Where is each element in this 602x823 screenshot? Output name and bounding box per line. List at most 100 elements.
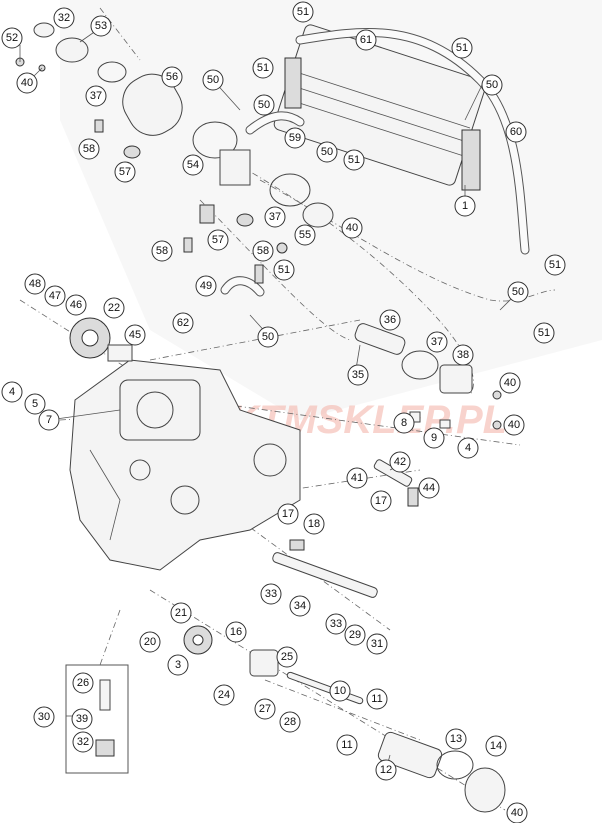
callout-number: 55: [299, 229, 311, 241]
callout-37: 37: [426, 331, 448, 353]
callout-circle: [260, 583, 282, 605]
callout-5: 5: [24, 393, 46, 415]
callout-51: 51: [292, 1, 314, 23]
callout-40: 40: [506, 802, 528, 823]
callout-circle: [370, 490, 392, 512]
callout-14: 14: [485, 735, 507, 757]
callout-20: 20: [139, 631, 161, 653]
callout-circle: [254, 698, 276, 720]
callout-37: 37: [85, 85, 107, 107]
callout-number: 10: [334, 685, 346, 697]
callout-number: 51: [297, 6, 309, 18]
callout-circle: [71, 708, 93, 730]
callout-17: 17: [277, 503, 299, 525]
callout-number: 40: [346, 222, 358, 234]
callout-circle: [172, 312, 194, 334]
callout-50: 50: [481, 74, 503, 96]
callout-circle: [225, 621, 247, 643]
callout-circle: [213, 684, 235, 706]
callout-circle: [457, 437, 479, 459]
callout-number: 48: [29, 278, 41, 290]
callout-circle: [366, 688, 388, 710]
callout-number: 58: [257, 245, 269, 257]
engine-crankcase: [69, 359, 301, 571]
callout-circle: [72, 731, 94, 753]
callout-number: 32: [58, 12, 70, 24]
callout-50: 50: [253, 94, 275, 116]
callout-number: 32: [77, 736, 89, 748]
callout-circle: [1, 27, 23, 49]
callout-circle: [292, 1, 314, 23]
callout-10: 10: [329, 680, 351, 702]
callout-40: 40: [16, 72, 38, 94]
callout-21: 21: [170, 602, 192, 624]
callout-circle: [252, 240, 274, 262]
callout-circle: [294, 224, 316, 246]
callout-circle: [533, 322, 555, 344]
callout-number: 51: [257, 62, 269, 74]
callout-circle: [195, 275, 217, 297]
callout-circle: [1, 381, 23, 403]
callout-28: 28: [279, 711, 301, 733]
callout-number: 22: [108, 302, 120, 314]
callout-number: 62: [177, 317, 189, 329]
callout-7: 7: [38, 409, 60, 431]
callout-number: 56: [166, 71, 178, 83]
callout-number: 50: [321, 146, 333, 158]
callout-number: 34: [294, 600, 306, 612]
callout-circle: [329, 680, 351, 702]
callout-48: 48: [24, 273, 46, 295]
callout-9: 9: [423, 427, 445, 449]
callout-circle: [426, 331, 448, 353]
callout-55: 55: [294, 224, 316, 246]
callout-number: 4: [465, 442, 471, 454]
callout-4: 4: [1, 381, 23, 403]
callout-29: 29: [344, 624, 366, 646]
callout-circle: [24, 273, 46, 295]
callout-circle: [257, 326, 279, 348]
callout-51: 51: [544, 254, 566, 276]
callout-circle: [418, 477, 440, 499]
callout-circle: [279, 711, 301, 733]
callout-3: 3: [167, 654, 189, 676]
callout-number: 40: [508, 419, 520, 431]
callout-36: 36: [379, 309, 401, 331]
callout-42: 42: [389, 451, 411, 473]
callout-circle: [393, 412, 415, 434]
callout-number: 7: [46, 414, 52, 426]
callout-37: 37: [264, 206, 286, 228]
callout-circle: [90, 15, 112, 37]
callout-number: 20: [144, 636, 156, 648]
callout-49: 49: [195, 275, 217, 297]
callout-number: 40: [21, 77, 33, 89]
callout-number: 17: [282, 508, 294, 520]
callout-number: 27: [259, 703, 271, 715]
callout-number: 36: [384, 314, 396, 326]
callout-number: 50: [207, 74, 219, 86]
callout-number: 47: [49, 290, 61, 302]
callout-58: 58: [151, 240, 173, 262]
callout-number: 25: [281, 651, 293, 663]
callout-40: 40: [341, 217, 363, 239]
callout-number: 40: [511, 807, 523, 819]
callout-circle: [170, 602, 192, 624]
callout-circle: [375, 759, 397, 781]
callout-33: 33: [325, 613, 347, 635]
callout-52: 52: [1, 27, 23, 49]
callout-number: 13: [450, 733, 462, 745]
callout-44: 44: [418, 477, 440, 499]
callout-51: 51: [533, 322, 555, 344]
callout-59: 59: [284, 127, 306, 149]
callout-number: 45: [129, 329, 141, 341]
callout-51: 51: [252, 57, 274, 79]
callout-number: 28: [284, 716, 296, 728]
callout-circle: [289, 595, 311, 617]
callout-circle: [277, 503, 299, 525]
callout-number: 33: [265, 588, 277, 600]
callout-58: 58: [78, 138, 100, 160]
callout-40: 40: [499, 372, 521, 394]
callout-40: 40: [503, 414, 525, 436]
callout-13: 13: [445, 728, 467, 750]
callout-number: 37: [431, 336, 443, 348]
